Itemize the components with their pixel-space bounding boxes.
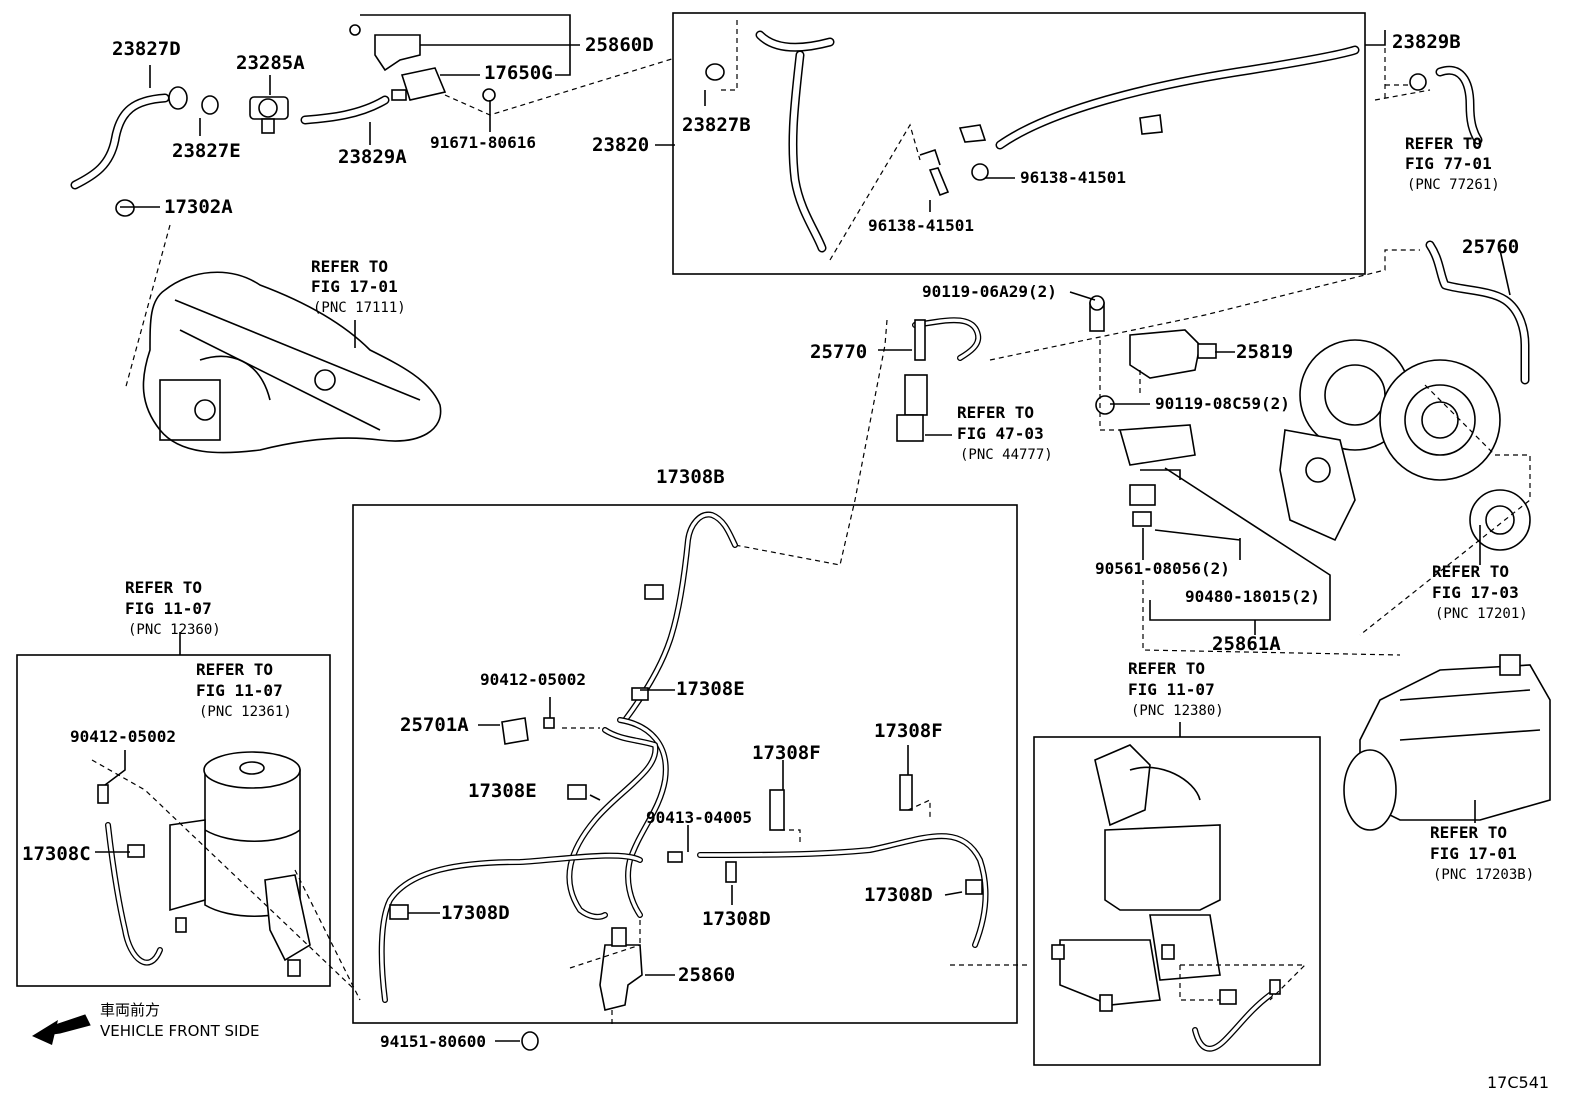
label-90412-05002-a: 90412-05002: [480, 670, 586, 689]
label-25770: 25770: [810, 341, 868, 363]
label-17308B: 17308B: [656, 466, 725, 488]
arrow-head-icon: [32, 1020, 58, 1045]
vsv-17650G: [391, 67, 496, 102]
label-96138-41501-a: 96138-41501: [1020, 168, 1126, 187]
label-23820: 23820: [592, 134, 650, 156]
ref-77-01-l3: (PNC 77261): [1407, 177, 1500, 193]
ref-11-07a-l1: REFER TO: [125, 578, 203, 597]
ref-17-01a-l1: REFER TO: [311, 257, 389, 276]
engine-mount-12361: [169, 751, 311, 977]
hose-23820: [705, 30, 1360, 253]
label-25860D: 25860D: [585, 34, 654, 56]
label-17308F-2: 17308F: [874, 720, 943, 742]
label-90561-08056: 90561-08056(2): [1095, 559, 1230, 578]
box-23820: [672, 12, 1366, 275]
label-23829A: 23829A: [338, 146, 407, 168]
hose-17308C: [97, 784, 163, 966]
box-12380: [1033, 736, 1321, 1066]
ref-17-03-l2: FIG 17-03: [1432, 583, 1519, 602]
label-17308F-1: 17308F: [752, 742, 821, 764]
label-17650G: 17650G: [484, 62, 553, 84]
label-17308D-1: 17308D: [441, 902, 510, 924]
ref-17-01a-l2: FIG 17-01: [311, 277, 398, 296]
ref-17-01b-l1: REFER TO: [1430, 823, 1508, 842]
front-side-jp: 車両前方: [100, 1001, 161, 1019]
vsv-25819: [1089, 295, 1217, 527]
valve-23285A: [249, 96, 289, 134]
hose-23827D: [70, 86, 219, 217]
ref-11-07b-l2: FIG 11-07: [196, 681, 283, 700]
sensor-25770: [896, 317, 982, 442]
figure-code: 17C541: [1487, 1073, 1550, 1092]
label-90119-08C59: 90119-08C59(2): [1155, 394, 1290, 413]
label-23829B: 23829B: [1392, 31, 1461, 53]
label-25819: 25819: [1236, 341, 1294, 363]
label-23285A: 23285A: [236, 52, 305, 74]
vsv-25860: [599, 927, 643, 1011]
label-17308E-2: 17308E: [468, 780, 537, 802]
label-25760: 25760: [1462, 236, 1520, 258]
ref-17-03-l1: REFER TO: [1432, 562, 1510, 581]
engine-mount-12380: [1051, 744, 1221, 1012]
label-25701A: 25701A: [400, 714, 469, 736]
ref-11-07a-l2: FIG 11-07: [125, 599, 212, 618]
hose-17308B: [378, 511, 989, 1003]
label-90412-05002-b: 90412-05002: [70, 727, 176, 746]
bracket-25860D: [349, 24, 421, 72]
label-23827D: 23827D: [112, 38, 181, 60]
label-17308D-3: 17308D: [864, 884, 933, 906]
label-25861A: 25861A: [1212, 633, 1281, 655]
label-25860: 25860: [678, 964, 736, 986]
grommet-94151: [521, 1031, 539, 1051]
ref-47-03-l3: (PNC 44777): [960, 447, 1053, 463]
ref-11-07b-l1: REFER TO: [196, 660, 274, 679]
label-17308D-2: 17308D: [702, 908, 771, 930]
ref-11-07a-l3: (PNC 12360): [128, 622, 221, 638]
ref-47-03-l1: REFER TO: [957, 403, 1035, 422]
label-17308C: 17308C: [22, 843, 91, 865]
box-17308B: [352, 504, 1018, 1024]
label-90480-18015: 90480-18015(2): [1185, 587, 1320, 606]
label-94151-80600: 94151-80600: [380, 1032, 486, 1051]
label-17308E-1: 17308E: [676, 678, 745, 700]
air-cleaner-case: [1343, 654, 1551, 831]
label-96138-41501-b: 96138-41501: [868, 216, 974, 235]
label-91671-80616: 91671-80616: [430, 133, 536, 152]
clips-17308: [389, 584, 983, 920]
ref-11-07c-l3: (PNC 12380): [1131, 703, 1224, 719]
hose-23829A: [300, 95, 390, 125]
intake-manifold-17111: [142, 271, 442, 454]
label-23827B: 23827B: [682, 114, 751, 136]
hose-box-12380: [1192, 979, 1281, 1052]
ref-11-07c-l1: REFER TO: [1128, 659, 1206, 678]
ref-77-01-l1: REFER TO: [1405, 134, 1483, 153]
label-17302A: 17302A: [164, 196, 233, 218]
ref-11-07c-l2: FIG 11-07: [1128, 680, 1215, 699]
box-12360: [16, 654, 331, 987]
ref-17-01a-l3: (PNC 17111): [313, 300, 406, 316]
ref-47-03-l2: FIG 47-03: [957, 424, 1044, 443]
label-90413-04005: 90413-04005: [646, 808, 752, 827]
ref-17-01b-l3: (PNC 17203B): [1433, 867, 1535, 883]
ref-11-07b-l3: (PNC 12361): [199, 704, 292, 720]
hose-23829B: [1409, 65, 1483, 145]
ref-17-01b-l2: FIG 17-01: [1430, 844, 1517, 863]
ref-77-01-l2: FIG 77-01: [1405, 154, 1492, 173]
turbocharger: [1279, 240, 1531, 551]
front-side-en: VEHICLE FRONT SIDE: [100, 1022, 260, 1040]
label-23827E: 23827E: [172, 140, 241, 162]
ref-17-03-l3: (PNC 17201): [1435, 606, 1528, 622]
label-90119-06A29: 90119-06A29(2): [922, 282, 1057, 301]
